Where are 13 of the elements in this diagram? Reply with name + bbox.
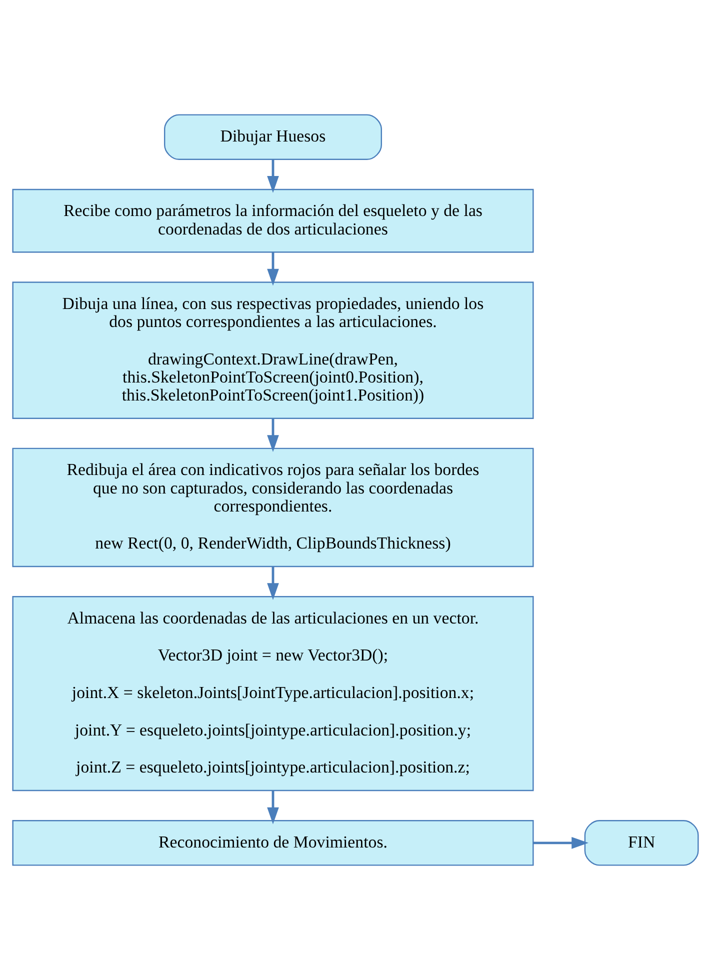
arrow: [267, 418, 279, 452]
node-box: Redibuja el área con indicativos rojos para señalar los bordes que no son capturados, considerando las coordenadas correspondientes. new Rect(0, 0, RenderWidth, ClipBoundsThickness): [12, 448, 534, 568]
arrow: [533, 836, 588, 849]
node-box: Reconocimiento de Movimientos.: [12, 820, 534, 866]
arrow: [267, 566, 279, 600]
node-box: Recibe como parámetros la información del esqueleto y de las coordenadas de dos articulaciones: [12, 188, 534, 253]
node-box: Dibujar Huesos: [164, 114, 382, 160]
arrow: [267, 160, 279, 193]
arrow: [267, 790, 279, 824]
node-box: Dibuja una línea, con sus respectivas propiedades, uniendo los dos puntos correspondientes a las articulaciones. drawingContext.DrawLine(drawPen, this.SkeletonPointToScreen(joint0.Position), this.SkeletonPointToScreen(joint1.Position)): [12, 282, 534, 419]
node-box: FIN: [584, 820, 699, 866]
arrow: [267, 252, 279, 286]
node-box: Almacena las coordenadas de las articulaciones en un vector. Vector3D joint = new Vector3D(); joint.X = skeleton.Joints[JointType.articulacion].position.x; joint.Y = esqueleto.joints[jointype.articulacion].position.y; joint.Z = esqueleto.joints[jointype.articulacion].position.z;: [12, 596, 534, 792]
